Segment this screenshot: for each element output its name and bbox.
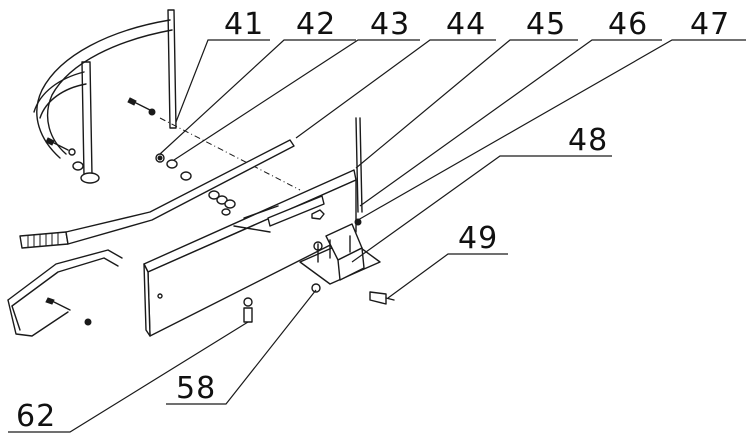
callout-47: 47: [690, 7, 730, 42]
callout-48: 48: [568, 123, 608, 158]
callout-62: 62: [16, 399, 56, 434]
side-bolt: [369, 291, 395, 305]
vertical-pin: [354, 117, 363, 226]
callout-44: 44: [446, 7, 486, 42]
leader-lines: [8, 39, 746, 433]
callout-43: 43: [370, 7, 410, 42]
wire-bracket: [7, 249, 123, 337]
callout-58: 58: [176, 371, 216, 406]
bottom-bracket: [299, 223, 381, 285]
guard-bolt: [45, 97, 151, 156]
callout-46: 46: [608, 7, 648, 42]
callout-labels: 41 42 43 44 45 46 47 48 49 58 62: [16, 7, 730, 434]
callout-41: 41: [224, 7, 264, 42]
handle-rod: [19, 139, 295, 249]
rail-guard-frame: [33, 9, 177, 184]
small-bolts: [243, 283, 321, 323]
callout-42: 42: [296, 7, 336, 42]
callout-45: 45: [526, 7, 566, 42]
callout-49: 49: [458, 221, 498, 256]
hardware-stack: [148, 108, 236, 216]
axis-line: [159, 117, 301, 191]
